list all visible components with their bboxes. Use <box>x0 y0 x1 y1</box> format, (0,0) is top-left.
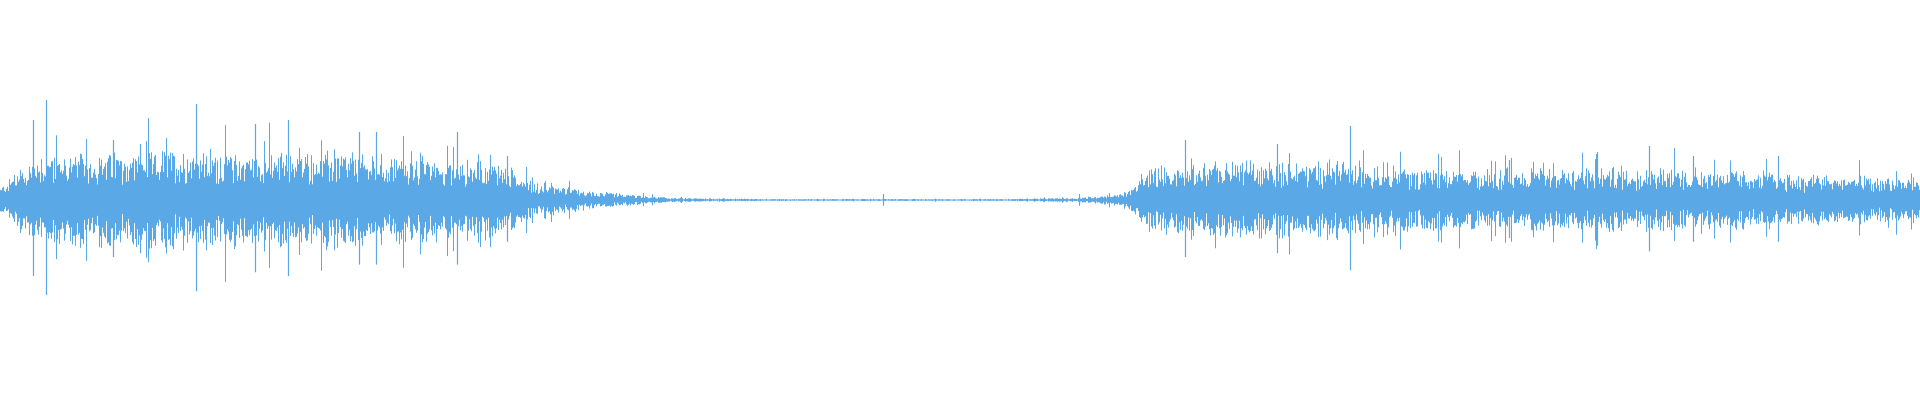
waveform-graphic <box>0 100 1920 295</box>
